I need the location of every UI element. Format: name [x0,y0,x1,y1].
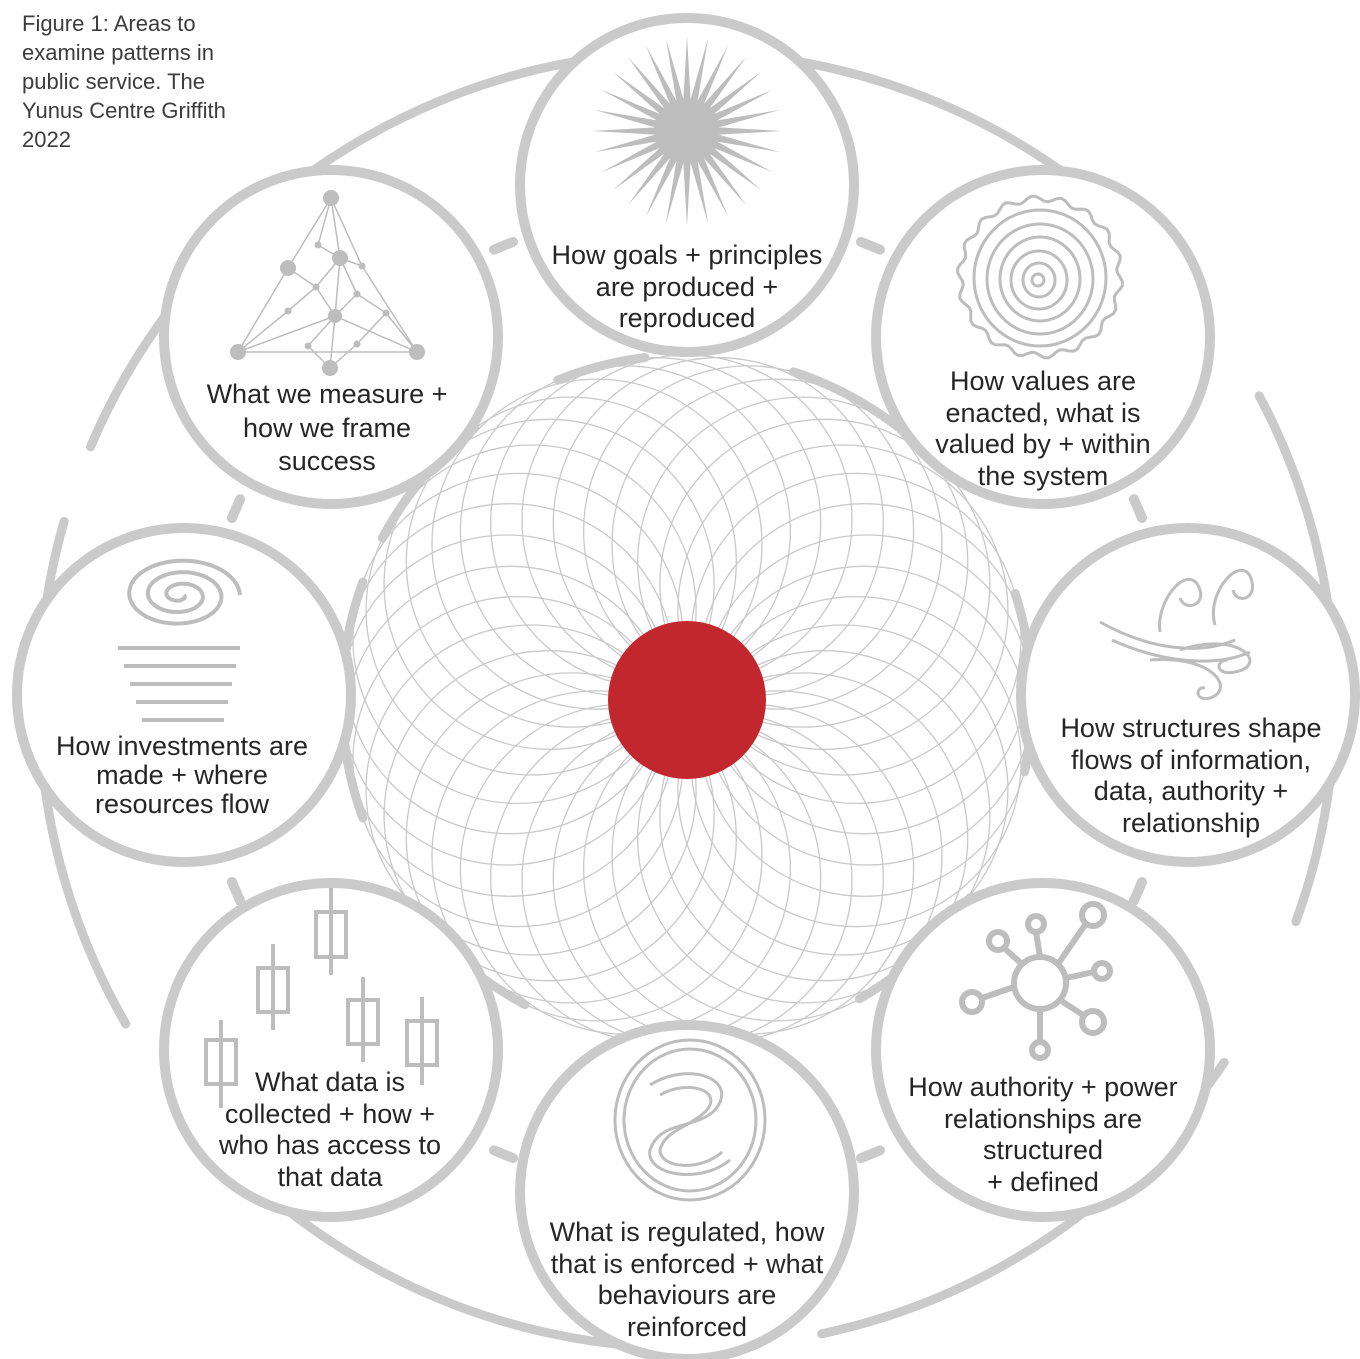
label-line: What is regulated, how [549,1217,825,1247]
connector-dash [227,494,246,523]
caption-line: examine patterns in [22,40,214,65]
spiro-loop [637,396,969,728]
node-investments-circle [12,523,356,867]
connector-dash [856,236,885,255]
figure-caption: Figure 1: Areas to examine patterns in p… [22,9,262,154]
node-regulation-label: What is regulated, how that is enforced … [527,1217,847,1343]
label-line: structured [982,1135,1104,1165]
connector-dash [1128,494,1147,523]
spiro-loop [637,672,969,1004]
label-line: data, authority + [1093,776,1289,806]
caption-line: 2022 [22,127,71,152]
node-measure-circle [159,165,503,509]
node-data-label: What data is collected + how + who has a… [180,1067,480,1193]
node-values-label: How values are enacted, what is valued b… [903,366,1183,492]
label-line: relationship [1121,807,1261,838]
spiro-loop [659,418,991,750]
spiro-loop [431,378,763,710]
label-line: the system [977,460,1109,491]
node-authority-circle [871,878,1215,1222]
connector-dash [856,1145,885,1164]
label-line: that is enforced + what [550,1248,824,1279]
caption-line: Figure 1: Areas to [22,11,196,36]
spiro-loop [611,690,943,1022]
node-goals-label: How goals + principles are produced + re… [527,240,847,335]
knot-icon [613,1038,767,1202]
inner-arc [553,353,650,385]
spiro-loop [405,672,737,1004]
label-line: resources flow [94,789,270,819]
tree-rings-icon [956,194,1124,360]
node-investments-label: How investments are made + where resourc… [32,732,332,819]
label-line: How values are [949,366,1137,396]
label-line: + defined [987,1166,1099,1197]
label-line: reinforced [626,1311,748,1342]
hub-network-icon [959,901,1113,1061]
spiro-loop [677,444,1009,776]
spiro-loop [365,444,697,776]
connector-dash [1128,877,1147,906]
connector-dash [227,877,246,906]
spiro-loop [383,418,715,750]
spiro-loop [431,690,763,1022]
label-line: How investments are [55,731,309,761]
candlestick-icon [204,888,439,1108]
label-line: how we frame [242,412,412,443]
node-structures-label: How structures shape flows of informatio… [1031,713,1351,839]
label-line: What data is [254,1067,406,1097]
node-values-circle [871,165,1215,509]
spiro-loop [611,378,943,710]
label-line: What we measure + [206,379,448,409]
spiro-loop [677,624,1009,956]
inner-arc [789,367,904,433]
spiro-loop [405,396,737,728]
label-line: behaviours are [597,1280,777,1310]
caption-line: Yunus Centre Griffith [22,98,226,123]
label-line: success [278,446,376,476]
starburst-icon [592,36,782,226]
spiral-tornado-icon [118,558,242,722]
connector-dash [489,236,518,255]
label-line: valued by + within [935,429,1151,459]
connector-dash [489,1145,518,1164]
label-line: How structures shape [1060,713,1322,743]
label-line: How authority + power [908,1072,1178,1102]
label-line: made + where [96,760,268,790]
node-authority-label: How authority + power relationships are … [883,1072,1203,1198]
label-line: relationships are [943,1103,1143,1134]
caption-line: public service. The [22,69,206,94]
spiro-loop [365,624,697,956]
label-line: collected + how + [224,1098,436,1129]
wind-swirls-icon [1099,568,1254,701]
node-data-circle [159,878,503,1222]
red-core [608,621,766,779]
connector-dashes [227,236,1147,1164]
node-measure-label: What we measure + how we frame success [177,378,477,479]
label-line: How goals + principles [551,240,823,270]
label-line: that data [277,1161,383,1192]
spiro-loop [383,650,715,982]
label-line: who has access to [218,1130,442,1160]
spiro-loop [659,650,991,982]
label-line: flows of information, [1070,744,1312,775]
mesh-network-icon [230,190,425,376]
label-line: reproduced [618,303,756,333]
node-structures-circle [1016,523,1360,867]
label-line: are produced + [595,271,779,302]
label-line: enacted, what is [945,397,1141,428]
